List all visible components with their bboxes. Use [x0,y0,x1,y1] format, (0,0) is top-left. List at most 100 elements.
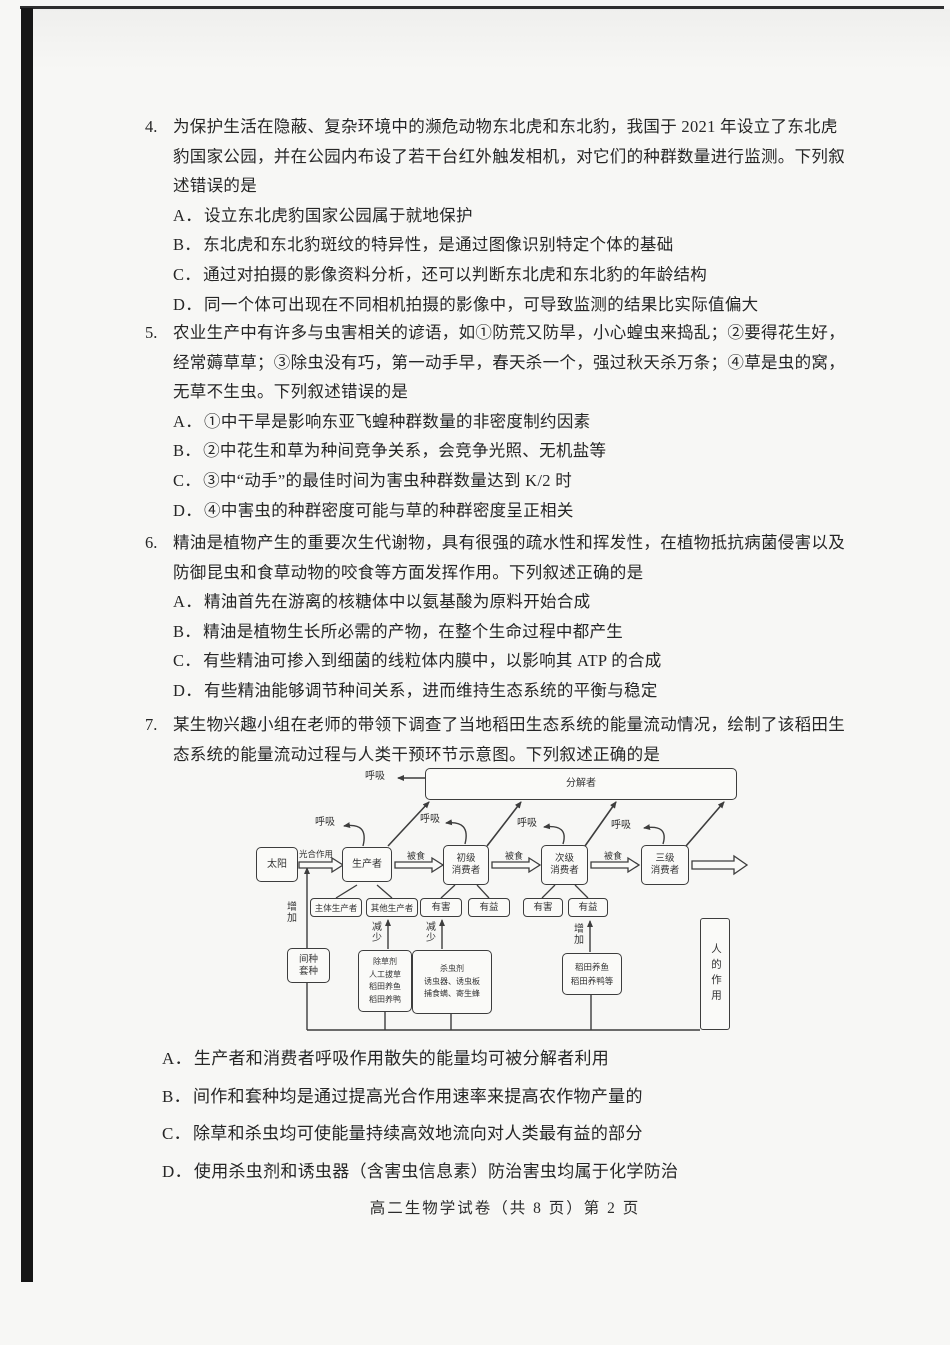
option-label: B． [173,441,202,461]
stem-line: 无草不生虫。下列叙述错误的是 [173,382,409,402]
decrease-label: 减少 [426,922,436,944]
other-producer-label: 其他生产者 [370,902,414,913]
option-b: B．精油是植物生长所必需的产物，在整个生命过程中都产生 [173,617,845,647]
primary-consumer-line: 初级 [456,854,476,864]
tertiary-consumer-line: 消费者 [650,866,680,876]
fish-duck-box: 稻田养鱼 稻田养鸭等 [562,953,622,995]
option-text: 设立东北虎豹国家公园属于就地保护 [204,205,473,225]
option-label: A． [173,411,203,431]
stem-line: 农业生产中有许多与虫害相关的谚语，如①防荒又防旱，小心蝗虫来捣乱；②要得花生好， [173,323,845,342]
option-label: B． [162,1086,191,1106]
option-c: C．除草和杀虫均可使能量持续高效地流向对人类最有益的部分 [162,1115,678,1153]
secondary-consumer-line: 消费者 [550,866,579,876]
pest-control-line: 杀虫剂 [440,964,464,974]
stem-line: 态系统的能量流动过程与人类干预环节示意图。下列叙述正确的是 [173,744,661,764]
stem-line: 述错误的是 [173,176,257,196]
option-label: C． [173,264,202,284]
stem-line: 豹国家公园，并在公园内布设了若干台红外触发相机，对它们的种群数量进行监测。下列叙 [173,146,845,166]
fish-duck-line: 稻田养鱼 [574,962,609,972]
respiration-label: 呼吸 [611,820,631,831]
tertiary-consumer-box: 三级 消费者 [641,845,689,885]
decomposer-label: 分解者 [566,778,596,789]
option-label: A． [173,205,203,225]
diagram-arrows [298,775,749,1031]
option-label: D． [173,294,203,314]
question-5: 5. 农业生产中有许多与虫害相关的谚语，如①防荒又防旱，小心蝗虫来捣乱；②要得花… [145,318,845,525]
respiration-label: 呼吸 [517,818,537,829]
option-text: 有些精油可掺入到细菌的线粒体内膜中，以影响其 ATP 的合成 [203,651,662,671]
beneficial-box-1: 有益 [468,898,510,917]
producer-box: 生产者 [342,847,392,882]
increase-label: 增加 [287,902,297,924]
weed-control-line: 除草剂 [373,957,397,966]
option-text: 同一个体可出现在不同相机拍摄的影像中，可导致监测的结果比实际值偏大 [204,294,759,314]
human-role-box: 人的作用 [700,918,730,1030]
tertiary-consumer-line: 三级 [655,854,675,864]
option-label: B． [173,621,202,641]
harmful-label: 有害 [431,902,451,913]
option-a: A．设立东北虎豹国家公园属于就地保护 [173,201,845,231]
option-a: A．生产者和消费者呼吸作用散失的能量均可被分解者利用 [162,1040,678,1078]
human-role-label: 人的作用 [710,943,721,1005]
harmful-box-1: 有害 [420,898,462,917]
scan-shading [33,9,950,69]
question-7-options: A．生产者和消费者呼吸作用散失的能量均可被分解者利用 B．间作和套种均是通过提高… [162,1040,678,1190]
stem-line: 某生物兴趣小组在老师的带领下调查了当地稻田生态系统的能量流动情况，绘制了该稻田生 [173,715,845,734]
question-body: 农业生产中有许多与虫害相关的谚语，如①防荒又防旱，小心蝗虫来捣乱；②要得花生好，… [173,318,845,525]
option-label: A． [173,592,203,612]
option-text: ④中害虫的种群密度可能与草的种群密度呈正相关 [204,500,574,520]
option-text: 使用杀虫剂和诱虫器（含害虫信息素）防治害虫均属于化学防治 [193,1161,679,1181]
option-c: C．③中“动手”的最佳时间为害虫种群数量达到 K/2 时 [173,466,845,496]
page-footer: 高二生物学试卷（共 8 页）第 2 页 [369,1200,641,1217]
sun-box: 太阳 [256,847,298,882]
option-text: 生产者和消费者呼吸作用散失的能量均可被分解者利用 [193,1049,610,1068]
beneficial-label: 有益 [479,902,499,913]
scan-border-left [21,8,33,1282]
primary-consumer-box: 初级 消费者 [443,845,489,885]
decomposer-box: 分解者 [425,768,737,800]
eaten-label: 被食 [604,851,623,861]
question-4: 4. 为保护生活在隐蔽、复杂环境中的濒危动物东北虎和东北豹，我国于 2021 年… [145,112,845,319]
fish-duck-line: 稻田养鸭等 [570,976,614,986]
main-producer-box: 主体生产者 [310,898,362,917]
question-7: 7. 某生物兴趣小组在老师的带领下调查了当地稻田生态系统的能量流动情况，绘制了该… [145,710,845,769]
energy-flow-diagram: 分解者 太阳 生产者 初级 消费者 次级 消费者 三级 消费者 主体生产者 其他… [245,762,750,1042]
stem-line: 经常薅草草；③除虫没有巧，第一动手早，春天杀一个，强过秋天杀万条；④草是虫的窝， [173,352,845,372]
interplanting-line: 间种 [298,954,318,965]
option-label: D． [173,500,203,520]
decrease-label: 减少 [372,922,382,944]
eaten-label: 被食 [407,851,426,861]
option-b: B．②中花生和草为种间竞争关系，会竞争光照、无机盐等 [173,436,845,466]
option-text: 有些精油能够调节种间关系，进而维持生态系统的平衡与稳定 [204,680,658,700]
main-producer-label: 主体生产者 [314,902,358,913]
question-number: 7. [145,715,158,734]
option-b: B．东北虎和东北豹斑纹的特异性，是通过图像识别特定个体的基础 [173,230,845,260]
option-label: A． [162,1049,192,1068]
option-c: C．通过对拍摄的影像资料分析，还可以判断东北虎和东北豹的年龄结构 [173,260,845,290]
question-number: 6. [145,533,158,552]
secondary-consumer-line: 次级 [554,854,574,864]
weed-control-box: 除草剂 人工拔草 稻田养鱼 稻田养鸭 [358,950,412,1012]
weed-control-line: 人工拔草 [369,969,401,979]
stem-line: 精油是植物产生的重要次生代谢物，具有很强的疏水性和挥发性，在植物抵抗病菌侵害以及 [173,533,845,552]
respiration-label: 呼吸 [420,814,440,825]
option-text: 通过对拍摄的影像资料分析，还可以判断东北虎和东北豹的年龄结构 [203,264,708,284]
option-label: C． [173,651,202,671]
option-d: D．使用杀虫剂和诱虫器（含害虫信息素）防治害虫均属于化学防治 [162,1153,678,1191]
producer-label: 生产者 [352,858,382,870]
pest-control-line: 捕食螨、寄生蜂 [424,989,480,999]
option-label: C． [162,1124,191,1144]
question-6: 6. 精油是植物产生的重要次生代谢物，具有很强的疏水性和挥发性，在植物抵抗病菌侵… [145,528,845,706]
option-label: D． [162,1161,192,1181]
beneficial-box-2: 有益 [568,898,608,917]
pest-control-box: 杀虫剂 诱虫器、诱虫板 捕食螨、寄生蜂 [412,950,492,1014]
option-text: 东北虎和东北豹斑纹的特异性，是通过图像识别特定个体的基础 [203,235,674,255]
option-a: A．①中干旱是影响东亚飞蝗种群数量的非密度制约因素 [173,407,845,437]
harmful-box-2: 有害 [523,898,563,917]
photosynthesis-label: 光合作用 [299,849,334,859]
question-body: 为保护生活在隐蔽、复杂环境中的濒危动物东北虎和东北豹，我国于 2021 年设立了… [173,112,845,319]
pest-control-line: 诱虫器、诱虫板 [424,976,480,986]
option-d: D．④中害虫的种群密度可能与草的种群密度呈正相关 [173,496,845,526]
option-a: A．精油首先在游离的核糖体中以氨基酸为原料开始合成 [173,587,845,617]
